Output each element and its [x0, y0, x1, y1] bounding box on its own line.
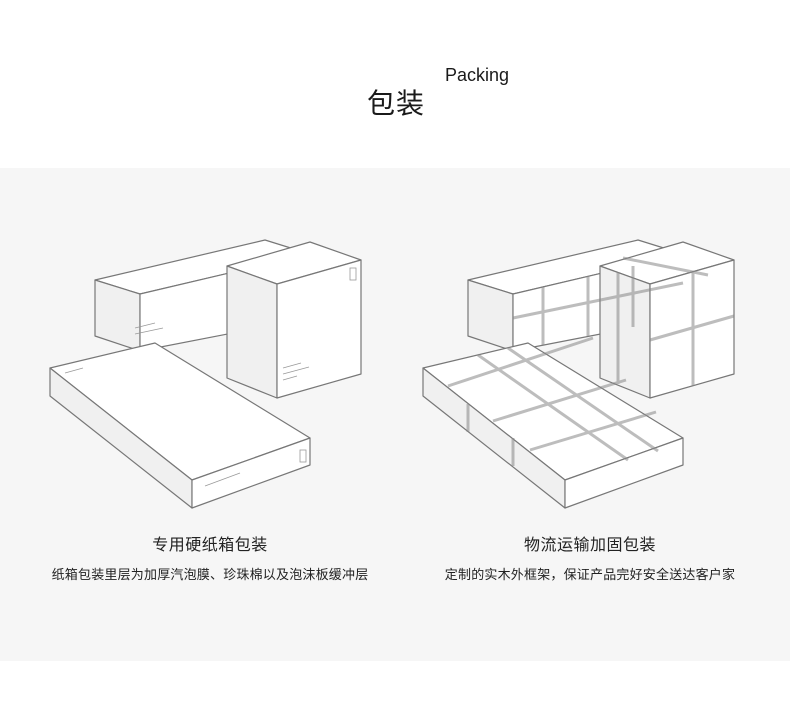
left-caption-title: 专用硬纸箱包装: [152, 535, 268, 554]
page-title: 包装: [367, 87, 426, 120]
right-caption-description: 定制的实木外框架，保证产品完好安全送达客户家: [444, 568, 736, 583]
cardboard-boxes-illustration: [49, 239, 362, 509]
page-subtitle-en: Packing: [445, 65, 510, 85]
wooden-crates-illustration: [422, 239, 735, 509]
footer-spacer: [0, 661, 790, 705]
right-caption-title: 物流运输加固包装: [523, 535, 656, 554]
left-caption-description: 纸箱包装里层为加厚汽泡膜、珍珠棉以及泡沫板缓冲层: [51, 568, 369, 583]
page-header: 包装 Packing: [0, 0, 790, 168]
